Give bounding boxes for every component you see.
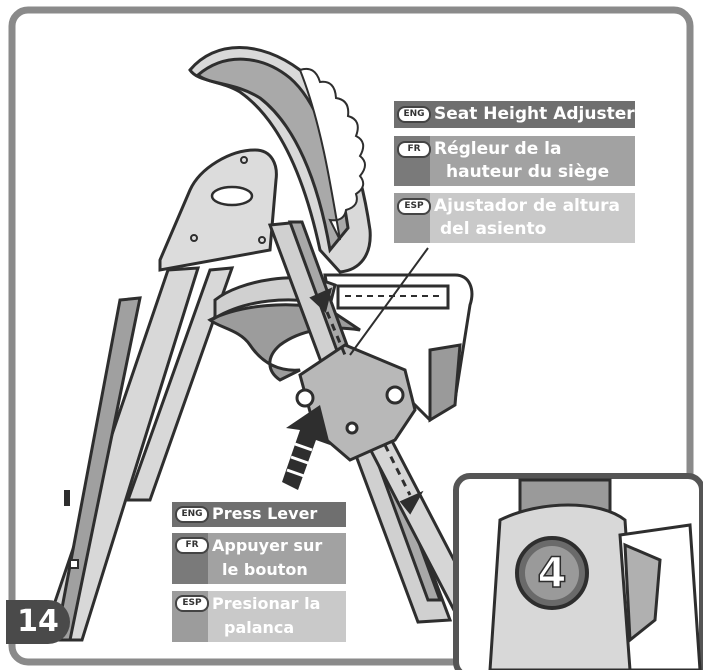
label-fr-line1: Appuyer sur bbox=[212, 536, 323, 555]
label-eng-press-lever: Press Lever bbox=[212, 504, 318, 523]
lever-number: 4 bbox=[537, 547, 568, 598]
label-esp-line1: Presionar la bbox=[212, 594, 321, 613]
callout-fr-row: FR Régleur de la hauteur du siège bbox=[394, 136, 635, 186]
callout-leader bbox=[349, 247, 429, 356]
rear-leg bbox=[125, 266, 235, 502]
press-fr-row: FR Appuyer sur le bouton bbox=[172, 533, 346, 584]
press-esp-row: ESP Presionar la palanca bbox=[172, 591, 346, 642]
inset-closeup bbox=[453, 473, 703, 670]
fr-language-badge: FR bbox=[175, 537, 209, 554]
motion-arrow bbox=[309, 287, 424, 515]
label-esp-line2: del asiento bbox=[440, 219, 547, 239]
label-fr-line1: Régleur de la bbox=[434, 139, 562, 159]
esp-language-badge: ESP bbox=[397, 198, 431, 215]
eng-language-badge: ENG bbox=[397, 106, 431, 123]
esp-language-badge: ESP bbox=[175, 595, 209, 612]
label-esp-line1: Ajustador de altura bbox=[434, 196, 620, 216]
callout-esp-row: ESP Ajustador de altura del asiento bbox=[394, 193, 635, 243]
press-arrow-icon bbox=[282, 405, 330, 490]
eng-language-badge: ENG bbox=[175, 506, 209, 523]
page-number: 14 bbox=[6, 600, 70, 644]
backrest-ruffle bbox=[298, 67, 366, 241]
callout-eng-row: ENG Seat Height Adjuster bbox=[394, 101, 635, 128]
panel-border bbox=[8, 6, 694, 666]
label-fr-line2: hauteur du siège bbox=[446, 162, 610, 182]
tray bbox=[323, 273, 474, 423]
front-leg bbox=[39, 266, 201, 642]
label-fr-line2: le bouton bbox=[222, 560, 308, 579]
label-esp-line2: palanca bbox=[224, 618, 295, 637]
label-eng-seat-height-adjuster: Seat Height Adjuster bbox=[434, 104, 635, 124]
fr-language-badge: FR bbox=[397, 141, 431, 158]
press-eng-row: ENG Press Lever bbox=[172, 502, 346, 527]
side-plate bbox=[158, 148, 278, 272]
side-plate-slot bbox=[210, 185, 254, 207]
